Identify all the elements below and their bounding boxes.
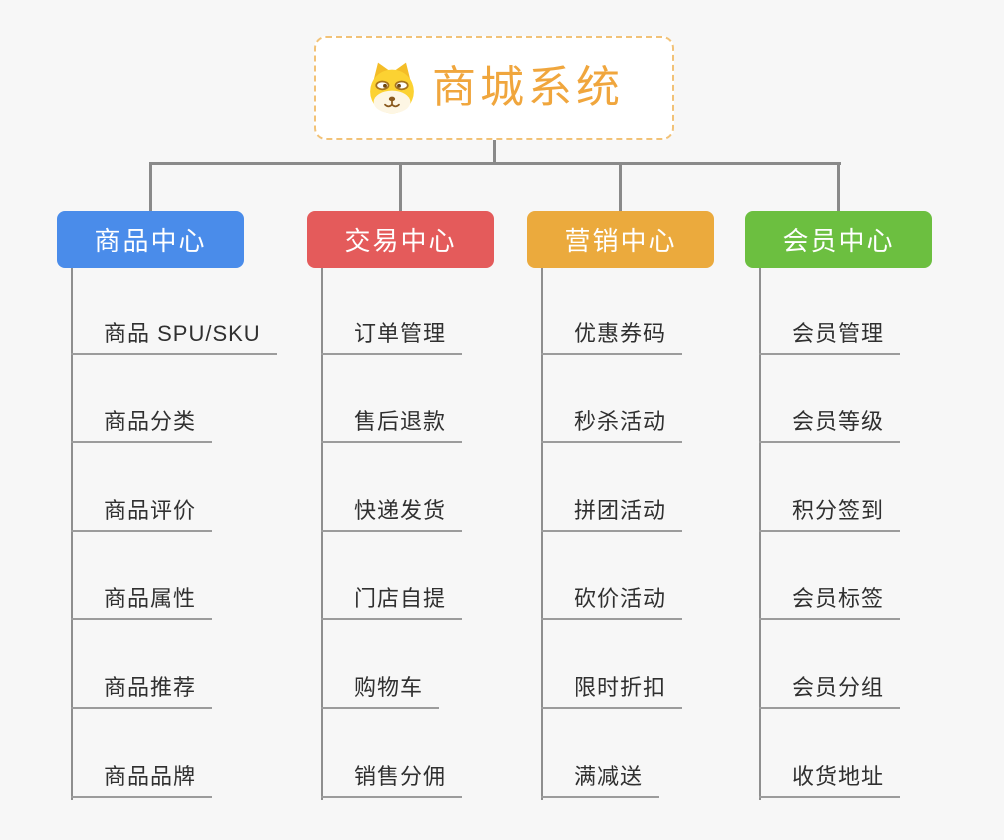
connector-drop-product-center <box>149 164 152 211</box>
leaf-node[interactable]: 会员管理 <box>759 315 901 355</box>
leaf-node[interactable]: 销售分佣 <box>321 758 463 798</box>
leaf-node[interactable]: 商品属性 <box>71 580 213 620</box>
root-title: 商城系统 <box>432 63 624 112</box>
branch-member-center: 会员中心会员管理会员等级积分签到会员标签会员分组收货地址 <box>745 211 932 811</box>
leaf-node[interactable]: 满减送 <box>541 758 660 798</box>
branch-marketing-center: 营销中心优惠券码秒杀活动拼团活动砍价活动限时折扣满减送 <box>527 211 714 811</box>
leaf-node[interactable]: 会员等级 <box>759 403 901 443</box>
branch-vline-member-center <box>759 268 761 800</box>
leaf-node[interactable]: 会员标签 <box>759 580 901 620</box>
leaf-node[interactable]: 商品品牌 <box>71 758 213 798</box>
leaf-node[interactable]: 订单管理 <box>321 315 463 355</box>
leaf-node[interactable]: 商品分类 <box>71 403 213 443</box>
branch-node-trade-center[interactable]: 交易中心 <box>307 211 494 268</box>
leaf-node[interactable]: 会员分组 <box>759 669 901 709</box>
leaf-node[interactable]: 优惠券码 <box>541 315 683 355</box>
connector-horizontal-bar <box>149 162 841 165</box>
leaf-node[interactable]: 商品评价 <box>71 492 213 532</box>
leaf-node[interactable]: 限时折扣 <box>541 669 683 709</box>
branch-trade-center: 交易中心订单管理售后退款快递发货门店自提购物车销售分佣 <box>307 211 494 811</box>
leaf-node[interactable]: 秒杀活动 <box>541 403 683 443</box>
branch-node-marketing-center[interactable]: 营销中心 <box>527 211 714 268</box>
leaf-node[interactable]: 购物车 <box>321 669 440 709</box>
connector-drop-member-center <box>837 164 840 211</box>
root-node[interactable]: 商城系统 <box>314 36 674 140</box>
doge-icon <box>370 62 414 114</box>
leaf-node[interactable]: 门店自提 <box>321 580 463 620</box>
leaf-node[interactable]: 售后退款 <box>321 403 463 443</box>
branch-vline-product-center <box>71 268 73 800</box>
connector-drop-marketing-center <box>619 164 622 211</box>
branch-vline-trade-center <box>321 268 323 800</box>
branch-product-center: 商品中心商品 SPU/SKU 商品分类商品评价商品属性商品推荐商品品牌 <box>57 211 277 811</box>
leaf-node[interactable]: 商品 SPU/SKU <box>71 315 277 355</box>
leaf-node[interactable]: 快递发货 <box>321 492 463 532</box>
leaf-node[interactable]: 砍价活动 <box>541 580 683 620</box>
branch-vline-marketing-center <box>541 268 543 800</box>
leaf-node[interactable]: 积分签到 <box>759 492 901 532</box>
leaf-node[interactable]: 拼团活动 <box>541 492 683 532</box>
connector-root-stem <box>493 140 496 163</box>
leaf-node[interactable]: 商品推荐 <box>71 669 213 709</box>
connector-drop-trade-center <box>399 164 402 211</box>
branch-node-product-center[interactable]: 商品中心 <box>57 211 244 268</box>
leaf-node[interactable]: 收货地址 <box>759 758 901 798</box>
branch-node-member-center[interactable]: 会员中心 <box>745 211 932 268</box>
